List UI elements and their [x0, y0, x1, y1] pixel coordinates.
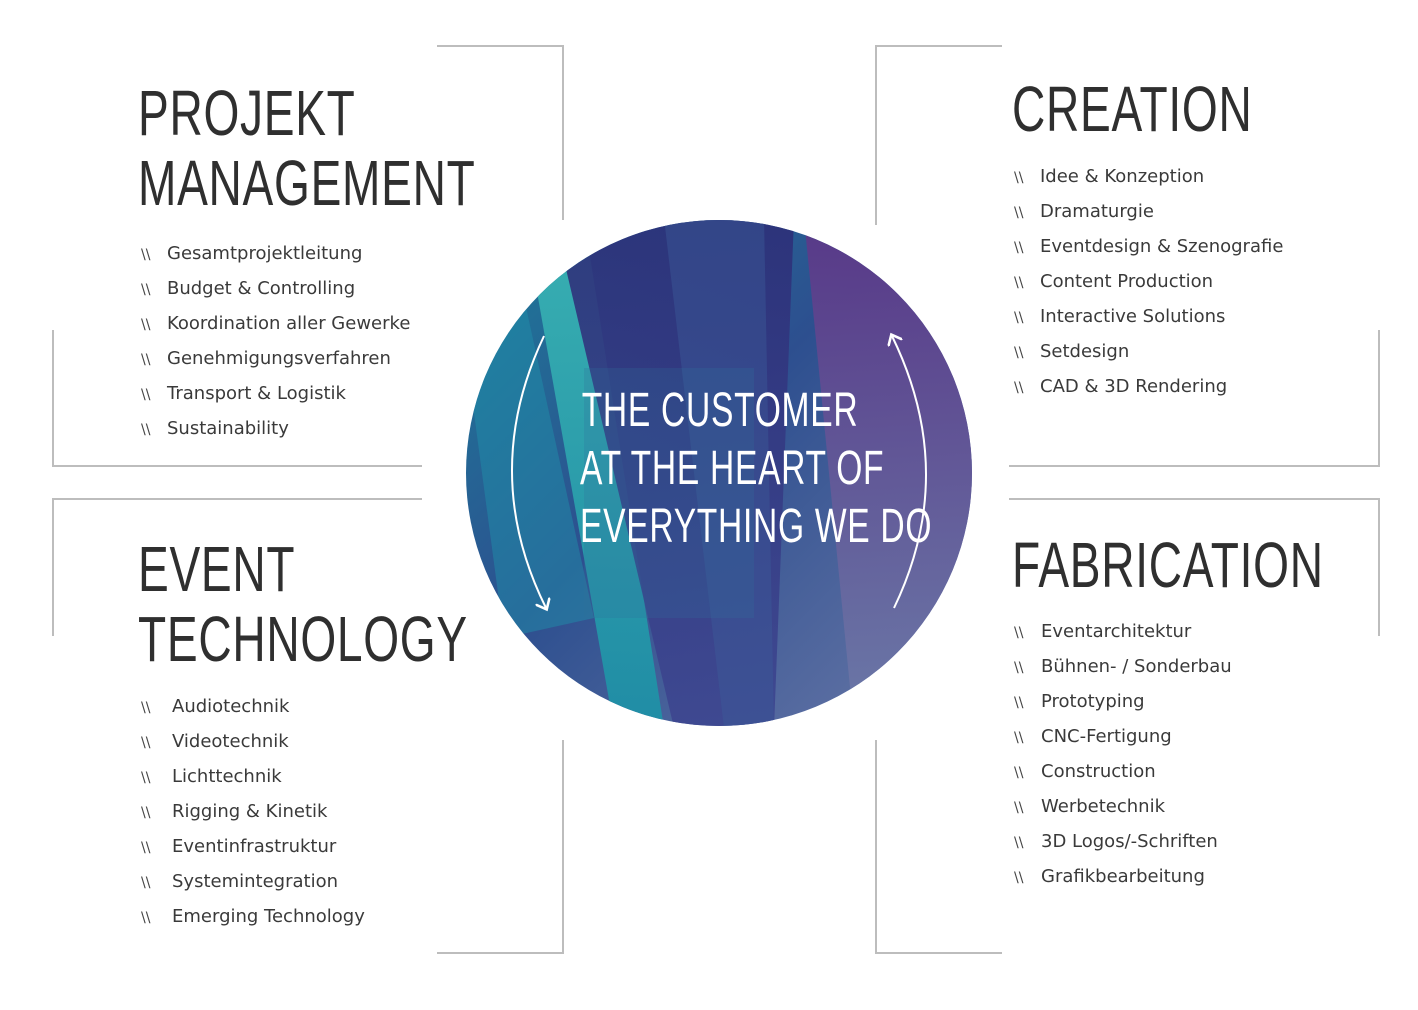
cycle-arrow-left	[511, 335, 546, 608]
bullet-separator: \\	[1014, 870, 1024, 886]
title-line: CREATION	[1012, 73, 1253, 145]
disc-band-blue	[664, 220, 774, 726]
bullet-separator: \\	[141, 840, 151, 856]
list-item-label: Grafikbearbeitung	[1041, 866, 1205, 887]
bullet-separator: \\	[141, 422, 151, 438]
list-item-label: Idee & Konzeption	[1040, 166, 1205, 187]
list-item-label: Budget & Controlling	[167, 278, 356, 299]
list-item-label: 3D Logos/-Schriften	[1041, 831, 1218, 852]
frame-bottom-left-bracket	[437, 740, 564, 954]
title-line: MANAGEMENT	[138, 147, 476, 219]
frame-top-right-bracket	[875, 45, 1002, 225]
disc-band-purple	[804, 220, 972, 726]
quadrant-fabrication: FABRICATION	[1012, 530, 1418, 600]
list-item-label: Sustainability	[167, 418, 289, 439]
list-item-label: Dramaturgie	[1040, 201, 1154, 222]
list-item-label: Prototyping	[1041, 691, 1145, 712]
bullet-separator: \\	[1014, 765, 1024, 781]
list-item-label: Audiotechnik	[172, 696, 290, 717]
list-item-label: Werbetechnik	[1041, 796, 1165, 817]
quadrant-title: CREATION	[1012, 74, 1252, 144]
bullet-separator: \\	[141, 910, 151, 926]
bullet-separator: \\	[141, 387, 151, 403]
list-item-label: Setdesign	[1040, 341, 1130, 362]
bullet-separator: \\	[1014, 800, 1024, 816]
list-item-label: CAD & 3D Rendering	[1040, 376, 1228, 397]
list-item-label: CNC-Fertigung	[1041, 726, 1172, 747]
list-item-label: Lichttechnik	[172, 766, 282, 787]
list-item-label: Construction	[1041, 761, 1156, 782]
quadrant-projekt-management: PROJEKT MANAGEMENT	[138, 78, 607, 218]
title-line: PROJEKT	[138, 77, 356, 149]
frame-bottom-left-upper	[52, 498, 422, 636]
bullet-separator: \\	[1014, 170, 1024, 186]
quadrant-creation: CREATION	[1012, 74, 1346, 144]
list-item-label: Eventarchitektur	[1041, 621, 1192, 642]
bullet-separator: \\	[1014, 695, 1024, 711]
frame-top-right-lower	[1009, 330, 1380, 467]
title-line: EVENT	[138, 533, 296, 605]
cycle-arrow-right	[892, 336, 927, 609]
frame-top-left-lower	[52, 330, 422, 467]
bullet-separator: \\	[141, 282, 151, 298]
quadrant-event-technology: EVENT TECHNOLOGY	[138, 534, 596, 674]
quadrant-title: EVENT TECHNOLOGY	[138, 534, 468, 674]
center-line: THE CUSTOMER	[581, 384, 859, 437]
bullet-separator: \\	[1014, 240, 1024, 256]
title-line: TECHNOLOGY	[138, 603, 468, 675]
center-line: EVERYTHING WE DO	[580, 500, 933, 553]
disc-band-indigo	[554, 220, 794, 726]
frame-bottom-right-upper	[1009, 498, 1380, 636]
bullet-separator: \\	[1014, 625, 1024, 641]
disc-band-left	[466, 298, 594, 638]
bullet-separator: \\	[141, 735, 151, 751]
list-item-label: Emerging Technology	[172, 906, 365, 927]
bullet-separator: \\	[1014, 660, 1024, 676]
list-item-label: Eventinfrastruktur	[172, 836, 337, 857]
bullet-separator: \\	[141, 805, 151, 821]
bullet-separator: \\	[1014, 835, 1024, 851]
list-item-label: Bühnen- / Sonderbau	[1041, 656, 1232, 677]
list-item-label: Transport & Logistik	[167, 383, 346, 404]
bullet-separator: \\	[141, 875, 151, 891]
bullet-separator: \\	[1014, 275, 1024, 291]
list-item-label: Interactive Solutions	[1040, 306, 1226, 327]
bullet-separator: \\	[141, 700, 151, 716]
bullet-separator: \\	[1014, 310, 1024, 326]
list-item-label: Systemintegration	[172, 871, 338, 892]
quadrant-title: PROJEKT MANAGEMENT	[138, 78, 475, 218]
frame-top-left-bracket	[437, 45, 564, 220]
disc-band-teal	[524, 220, 664, 726]
bullet-separator: \\	[141, 352, 151, 368]
list-item-label: Videotechnik	[172, 731, 289, 752]
bullet-separator: \\	[141, 247, 151, 263]
bullet-separator: \\	[141, 317, 151, 333]
title-line: FABRICATION	[1012, 529, 1324, 601]
list-item-label: Rigging & Kinetik	[172, 801, 328, 822]
list-item-label: Eventdesign & Szenografie	[1040, 236, 1284, 257]
bullet-separator: \\	[1014, 380, 1024, 396]
quadrant-title: FABRICATION	[1012, 530, 1324, 600]
bullet-separator: \\	[1014, 345, 1024, 361]
list-item-label: Genehmigungsverfahren	[167, 348, 391, 369]
list-item-label: Content Production	[1040, 271, 1214, 292]
bullet-separator: \\	[1014, 205, 1024, 221]
list-item-label: Gesamtprojektleitung	[167, 243, 363, 264]
disc-overlay	[584, 368, 754, 618]
center-disc	[466, 220, 972, 726]
bullet-separator: \\	[1014, 730, 1024, 746]
frame-bottom-right-bracket	[875, 740, 1002, 954]
center-statement: THE CUSTOMER AT THE HEART OF EVERYTHING …	[520, 382, 933, 556]
list-item-label: Koordination aller Gewerke	[167, 313, 411, 334]
bullet-separator: \\	[141, 770, 151, 786]
center-line: AT THE HEART OF	[580, 442, 885, 495]
